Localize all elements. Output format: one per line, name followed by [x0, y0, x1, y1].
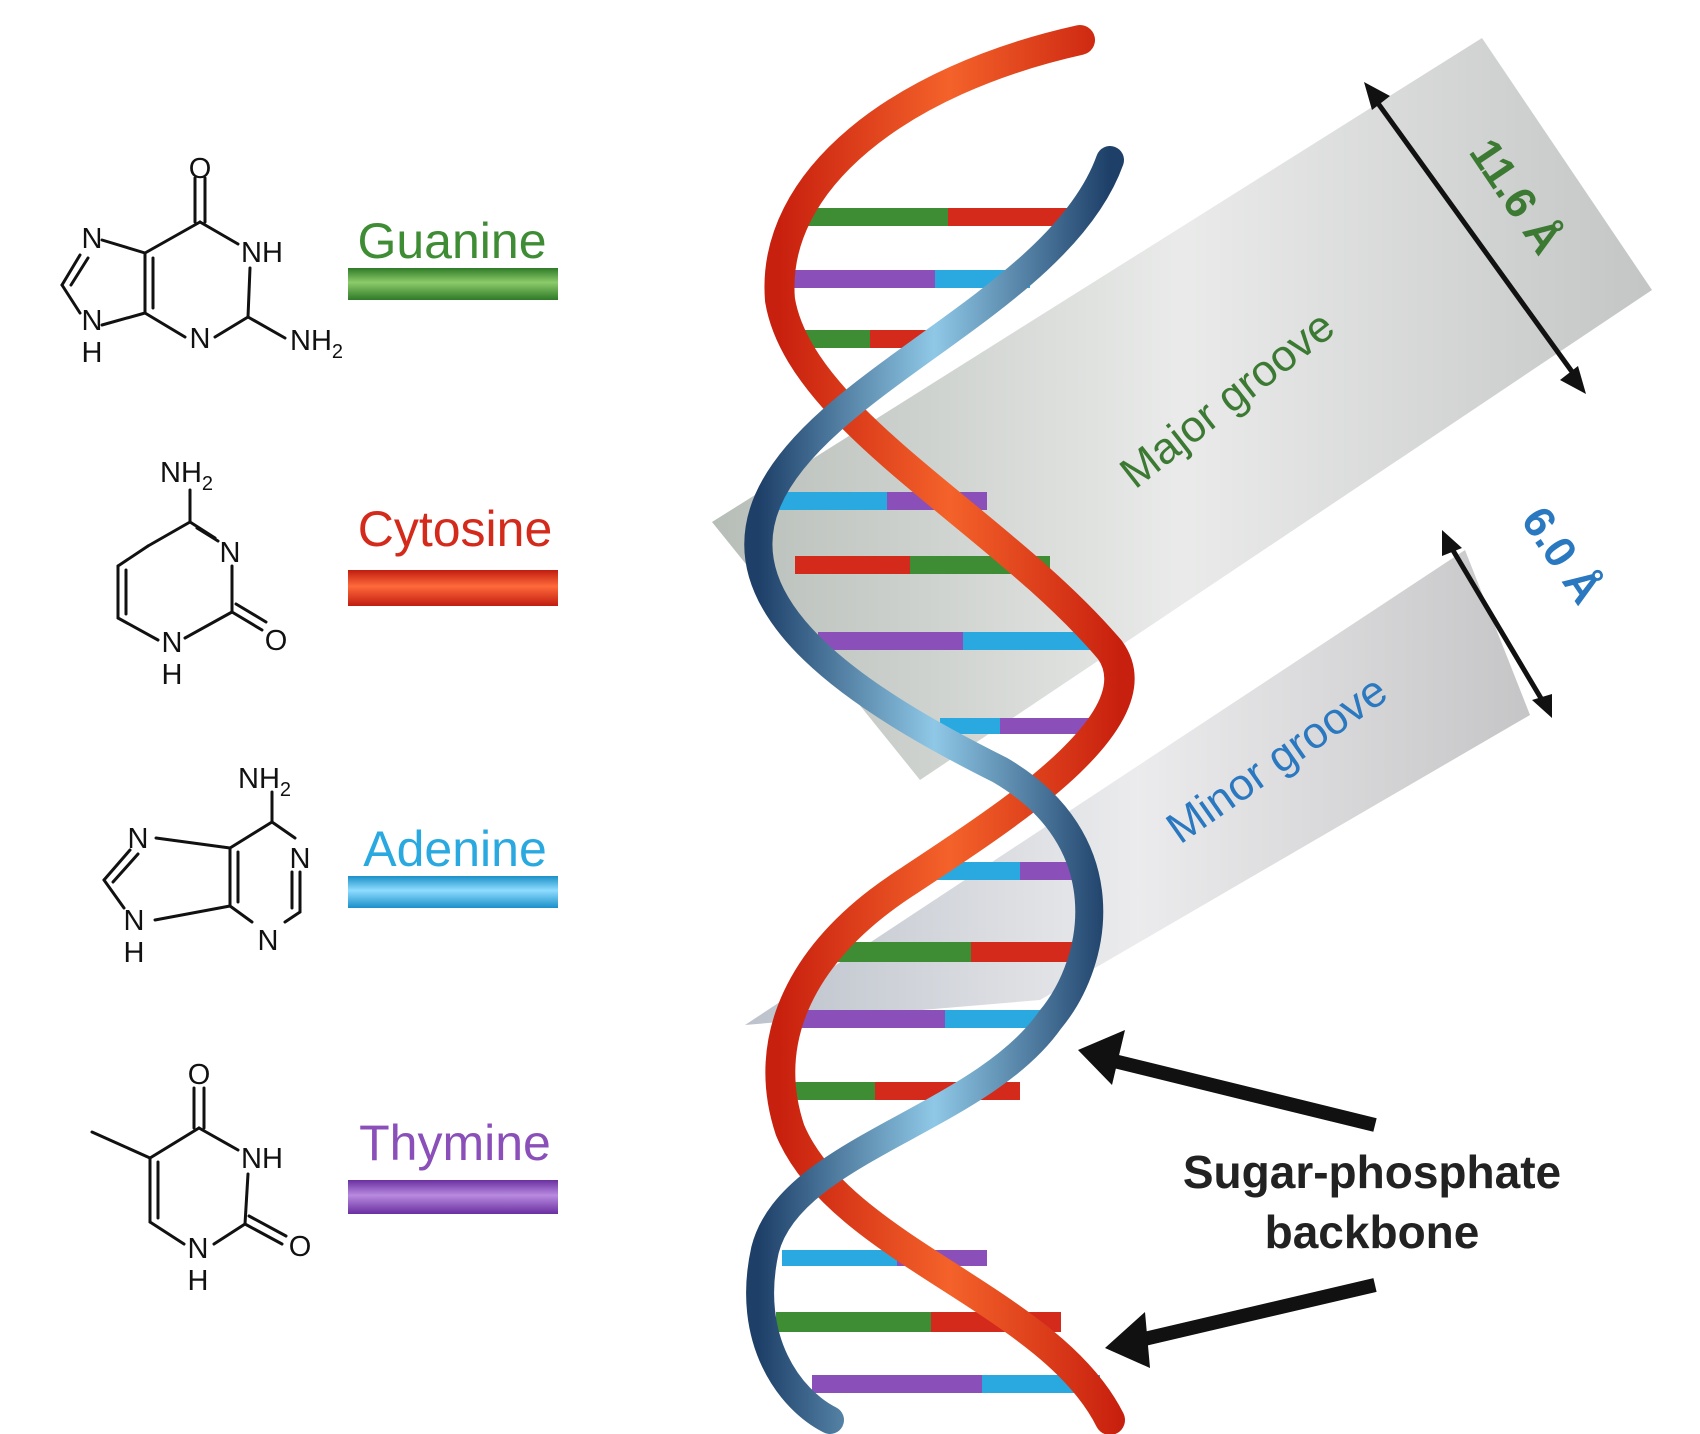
atom-label: N [220, 537, 241, 569]
atom-label: O [265, 625, 288, 657]
legend-bar-thymine [348, 1180, 558, 1214]
backbone-pointer-arrows [1078, 1030, 1377, 1368]
atom-label: O [189, 153, 212, 185]
atom-label: O [289, 1231, 312, 1263]
atom-label: N [82, 305, 103, 337]
atom-label: O [188, 1059, 211, 1091]
atom-label: N [128, 823, 149, 855]
legend-label-cytosine: Cytosine [358, 501, 553, 557]
thymine-structure: O NH N H O [90, 1059, 312, 1297]
minor-groove-width-label: 6.0 Å [1512, 498, 1611, 613]
atom-label: N [162, 627, 183, 659]
atom-label: N [82, 223, 103, 255]
atom-label: H [162, 659, 183, 691]
legend-label-adenine: Adenine [363, 821, 547, 877]
legend-bar-adenine [348, 876, 558, 908]
atom-label: N [188, 1233, 209, 1265]
atom-label: NH [241, 237, 283, 269]
legend-bar-guanine [348, 268, 558, 300]
legend-bar-cytosine [348, 570, 558, 606]
atom-label: H [124, 937, 145, 969]
major-groove-panel [712, 38, 1652, 780]
minor-groove-panel [745, 550, 1530, 1025]
atom-label: NH2 [290, 325, 343, 363]
legend: Guanine Cytosine Adenine Thymine [348, 213, 558, 1214]
backbone-strand-blue [744, 146, 1124, 1434]
backbone-label-line1: Sugar-phosphate [1183, 1146, 1561, 1198]
atom-label: NH2 [160, 457, 213, 495]
atom-label: H [188, 1265, 209, 1297]
atom-label: N [124, 905, 145, 937]
legend-label-thymine: Thymine [359, 1115, 551, 1171]
atom-label: N [190, 323, 211, 355]
atom-label: N [258, 925, 279, 957]
backbone-label-line2: backbone [1265, 1206, 1480, 1258]
guanine-structure: O N NH N N H NH2 [60, 153, 343, 369]
minor-groove-width-arrow [1442, 530, 1552, 718]
atom-label: NH2 [238, 763, 291, 801]
atom-label: N [290, 843, 311, 875]
atom-label: NH [241, 1143, 283, 1175]
major-groove-width-arrow [1364, 82, 1586, 394]
atom-label: H [82, 337, 103, 369]
legend-label-guanine: Guanine [357, 213, 546, 269]
adenine-structure: NH2 N N N N H [102, 763, 311, 969]
cytosine-structure: NH2 N N H O [116, 457, 288, 691]
